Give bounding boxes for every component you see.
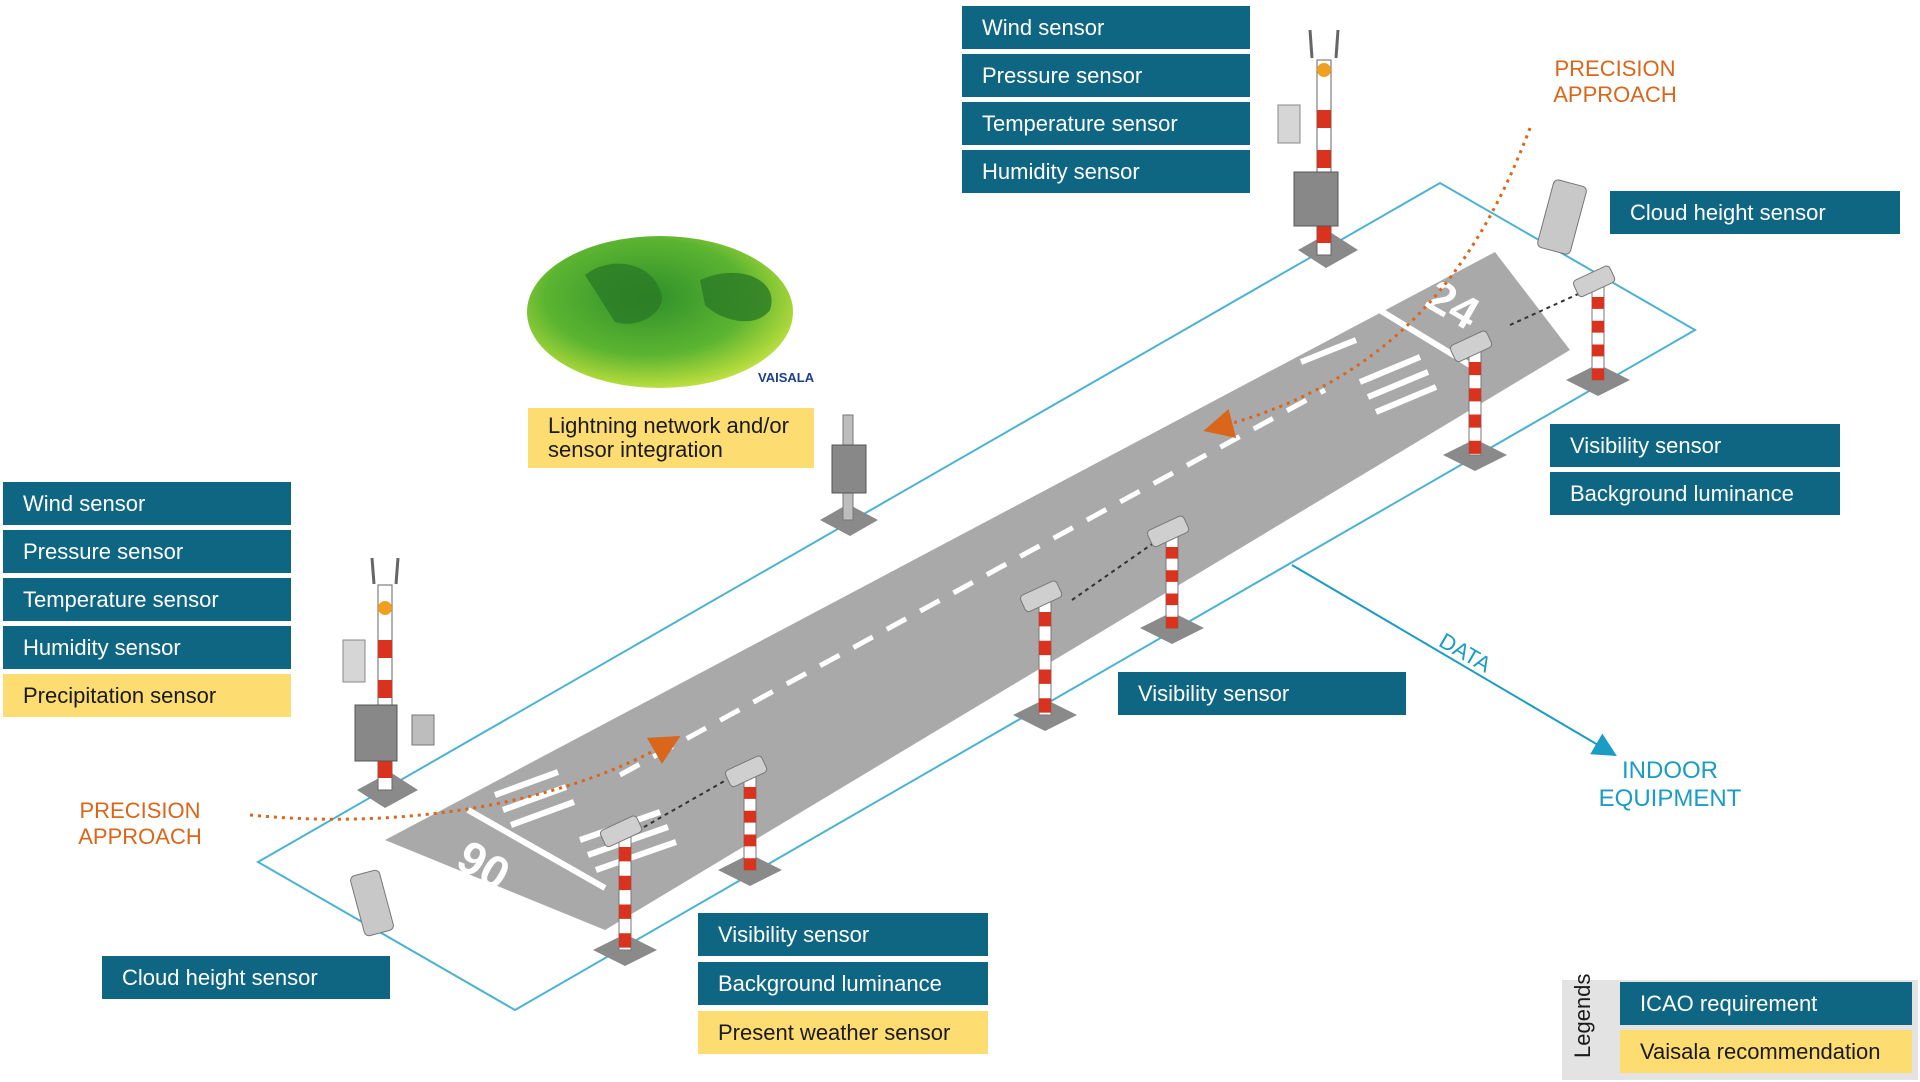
weather-mast-left [342, 557, 435, 808]
label-text: Cloud height sensor [122, 964, 318, 990]
left-precipitation-sensor-label: Precipitation sensor [3, 674, 291, 717]
top-temperature-sensor-label: Temperature sensor [962, 102, 1250, 145]
left-wind-sensor-label: Wind sensor [3, 482, 291, 525]
cloud-height-sensor-top-label: Cloud height sensor [1610, 191, 1900, 234]
label-text: Wind sensor [982, 14, 1105, 40]
label-text: Temperature sensor [23, 586, 219, 612]
data-link-line [1291, 564, 1617, 757]
left-humidity-sensor-label: Humidity sensor [3, 626, 291, 669]
precision-approach-top: PRECISION APPROACH [1553, 56, 1677, 107]
cloud-height-sensor-bottom-label: Cloud height sensor [102, 956, 390, 999]
top-pressure-sensor-label: Pressure sensor [962, 54, 1250, 97]
precision-approach-left: PRECISION APPROACH [78, 798, 202, 849]
lightning-label: Lightning network and/or sensor integrat… [528, 408, 814, 468]
lightning-world-map: VAISALA [527, 236, 815, 388]
left-pressure-sensor-label: Pressure sensor [3, 530, 291, 573]
lightning-sensor [820, 414, 878, 536]
legend-title: Legends [1570, 973, 1595, 1058]
bottom-visibility-sensor-label: Visibility sensor [698, 913, 988, 956]
visibility-pole-2 [1443, 330, 1507, 471]
weather-mast-top [1277, 29, 1358, 268]
top-humidity-sensor-label: Humidity sensor [962, 150, 1250, 193]
label-text: Cloud height sensor [1630, 199, 1826, 225]
cloud-height-sensor-top-device [1537, 179, 1587, 255]
label-text: Wind sensor [23, 490, 146, 516]
label-text: Present weather sensor [718, 1019, 951, 1045]
label-text: Humidity sensor [23, 634, 181, 660]
legend-icao: ICAO requirement [1620, 982, 1912, 1025]
airfield-boundary [255, 181, 1698, 1012]
label-text: Temperature sensor [982, 110, 1178, 136]
label-text: Visibility sensor [1570, 432, 1722, 458]
cloud-height-sensor-bottom-device [350, 869, 394, 937]
right-visibility-sensor-label: Visibility sensor [1550, 424, 1840, 467]
visibility-pole-5 [718, 755, 782, 886]
bottom-present-weather-sensor-label: Present weather sensor [698, 1011, 988, 1054]
label-text: Background luminance [718, 970, 942, 996]
visibility-pole-4 [1013, 580, 1077, 731]
legend-vaisala: Vaisala recommendation [1620, 1030, 1912, 1073]
approach-path-left [249, 736, 681, 821]
label-text: Lightning network and/or sensor integrat… [548, 413, 789, 462]
visibility-pole-3 [1140, 515, 1204, 644]
visibility-pole-1 [1566, 265, 1630, 396]
top-wind-sensor-label: Wind sensor [962, 6, 1250, 49]
label-text: Background luminance [1570, 480, 1794, 506]
label-text: Vaisala recommendation [1640, 1038, 1881, 1064]
label-text: Visibility sensor [718, 921, 870, 947]
label-text: ICAO requirement [1640, 990, 1818, 1016]
right-background-luminance-label: Background luminance [1550, 472, 1840, 515]
middle-visibility-sensor-label: Visibility sensor [1118, 672, 1406, 715]
label-text: Pressure sensor [982, 62, 1143, 88]
runway [385, 252, 1570, 930]
visibility-pole-6 [593, 815, 657, 966]
map-brand: VAISALA [758, 370, 815, 385]
label-text: Visibility sensor [1138, 680, 1290, 706]
threshold-markings-far [1283, 289, 1480, 415]
left-temperature-sensor-label: Temperature sensor [3, 578, 291, 621]
runway-centerline [618, 387, 1327, 778]
label-text: Pressure sensor [23, 538, 184, 564]
label-text: Precipitation sensor [23, 682, 217, 708]
bottom-background-luminance-label: Background luminance [698, 962, 988, 1005]
approach-path-top [1203, 127, 1532, 438]
label-text: Humidity sensor [982, 158, 1140, 184]
indoor-equipment-label: INDOOR EQUIPMENT [1598, 757, 1742, 812]
